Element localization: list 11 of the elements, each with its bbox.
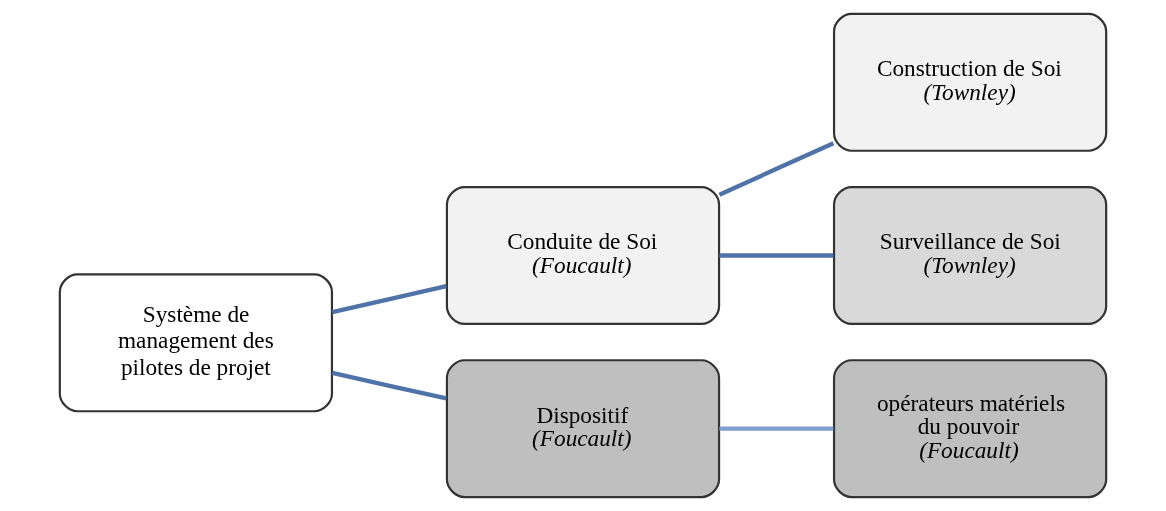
node-box: Conduite de Soi (Foucault)	[445, 186, 721, 325]
node-box: Dispositif (Foucault)	[445, 359, 721, 499]
connector	[719, 426, 834, 431]
connector	[719, 253, 834, 258]
connector	[718, 141, 835, 197]
node-box: opérateurs matériels du pouvoir (Foucault)	[832, 359, 1108, 499]
connector	[331, 284, 447, 315]
node-box: Système de management des pilotes de projet	[58, 273, 334, 413]
node-box: Surveillance de Soi (Townley)	[832, 186, 1108, 325]
connector	[331, 370, 447, 401]
node-box: Construction de Soi (Townley)	[832, 12, 1108, 152]
